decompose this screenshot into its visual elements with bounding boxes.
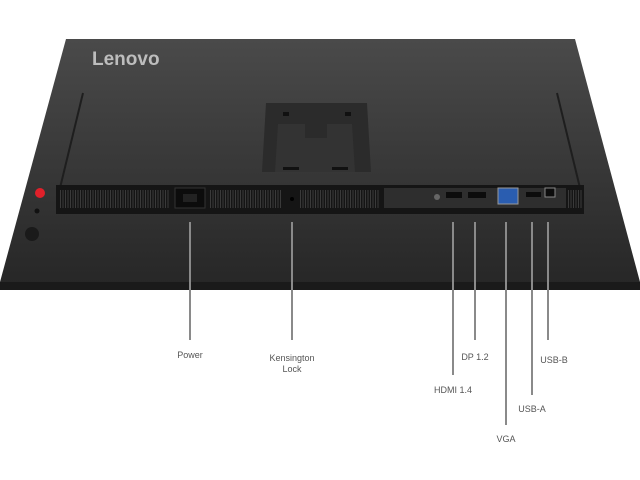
label-hdmi: HDMI 1.4 (434, 385, 472, 395)
vesa-mount (262, 103, 371, 172)
lenovo-logo: Lenovo (92, 49, 160, 70)
label-kensington-lock: Lock (282, 364, 302, 374)
power-button[interactable] (35, 188, 45, 198)
usb-a-port (526, 192, 541, 197)
vga-port (497, 187, 519, 205)
dp-port (468, 192, 486, 198)
leader-lines (189, 222, 549, 425)
hdmi-port (446, 192, 462, 198)
kensington-lock-slot (290, 197, 294, 201)
monitor-edge (0, 282, 640, 290)
label-vga: VGA (496, 434, 515, 444)
joystick-button[interactable] (25, 227, 39, 241)
indicator-light (34, 208, 40, 214)
label-usb-a: USB-A (518, 404, 546, 414)
label-kensington: Kensington (269, 353, 314, 363)
usb-b-port (544, 187, 556, 198)
label-usb-b: USB-B (540, 355, 568, 365)
label-dp: DP 1.2 (461, 352, 488, 362)
label-power: Power (177, 350, 203, 360)
